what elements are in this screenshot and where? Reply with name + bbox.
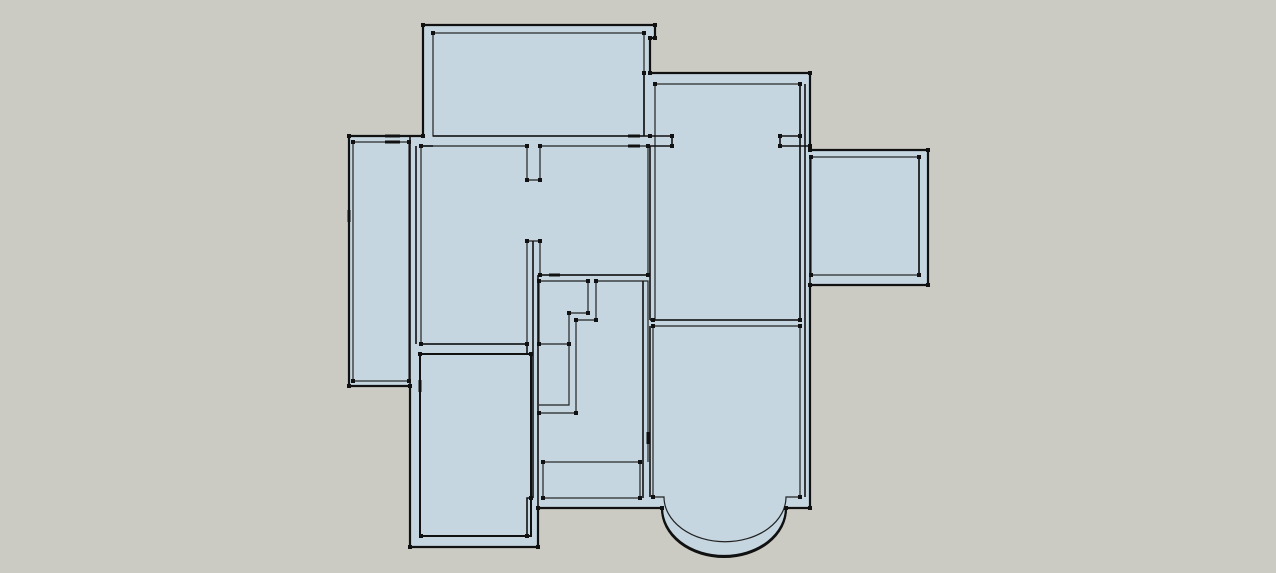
vertex-node [574,411,578,415]
vertex-node [594,279,598,283]
vertex-node [808,144,812,148]
vertex-node [351,140,355,144]
vertex-node [538,273,542,277]
vertex-node [541,496,545,500]
vertex-node [660,506,664,510]
vertex-node [538,239,542,243]
interior-walls [409,25,920,537]
vertex-node [541,460,545,464]
vertex-node [808,148,812,152]
vertex-node [536,506,540,510]
vertex-node [529,496,533,500]
vertex-node [646,273,650,277]
vertex-node [408,545,412,549]
vertex-node [808,283,812,287]
vertex-node [798,134,802,138]
vertex-node [537,342,541,346]
vertex-node [648,36,652,40]
vertex-node [586,279,590,283]
bay-window[interactable] [661,508,787,558]
vertex-node [651,318,655,322]
vertex-node [638,496,642,500]
vertex-node [653,36,657,40]
vertex-node [808,506,812,510]
vertex-node [653,23,657,27]
room-west-wing[interactable] [352,141,410,382]
vertex-node [646,144,650,148]
vertex-node [778,144,782,148]
vertex-node [431,31,435,35]
vertex-node [537,411,541,415]
room-southwest[interactable] [419,353,532,537]
vertex-node [419,534,423,538]
vertex-node [525,342,529,346]
vertex-node [784,506,788,510]
vertex-node [809,273,813,277]
vertex-node [351,379,355,383]
vertex-node [574,318,578,322]
vertex-node [798,82,802,86]
vertex-node [347,384,351,388]
openings [347,134,650,444]
vertex-node [808,71,812,75]
vertex-node [529,352,533,356]
vertex-node [419,144,423,148]
vertex-node [917,273,921,277]
vertex-node [419,342,423,346]
vertex-node [651,324,655,328]
vertex-node [648,134,652,138]
vertex-node [798,324,802,328]
vertex-node [778,134,782,138]
vertex-node [525,534,529,538]
vertex-node [567,311,571,315]
vertex-node [653,82,657,86]
vertex-node [536,545,540,549]
vertex-node [798,318,802,322]
vertex-node [926,148,930,152]
vertex-node [567,342,571,346]
vertex-node [538,144,542,148]
vertex-node [407,379,411,383]
vertex-nodes [347,23,930,549]
vertex-node [421,134,425,138]
vertex-node [798,495,802,499]
vertex-node [538,178,542,182]
vertex-node [642,31,646,35]
vertex-node [421,23,425,27]
vertex-node [809,155,813,159]
vertex-node [408,384,412,388]
vertex-node [525,239,529,243]
vertex-node [407,140,411,144]
vertex-node [917,155,921,159]
room-south-small[interactable] [542,461,641,499]
vertex-node [642,71,646,75]
vertex-node [648,71,652,75]
vertex-node [670,144,674,148]
vertex-node [594,318,598,322]
vertex-node [651,495,655,499]
vertex-node [525,178,529,182]
vertex-node [537,279,541,283]
vertex-node [586,311,590,315]
vertex-node [525,144,529,148]
vertex-node [418,352,422,356]
vertex-node [347,134,351,138]
vertex-node [926,283,930,287]
vertex-node [670,134,674,138]
vertex-node [638,460,642,464]
